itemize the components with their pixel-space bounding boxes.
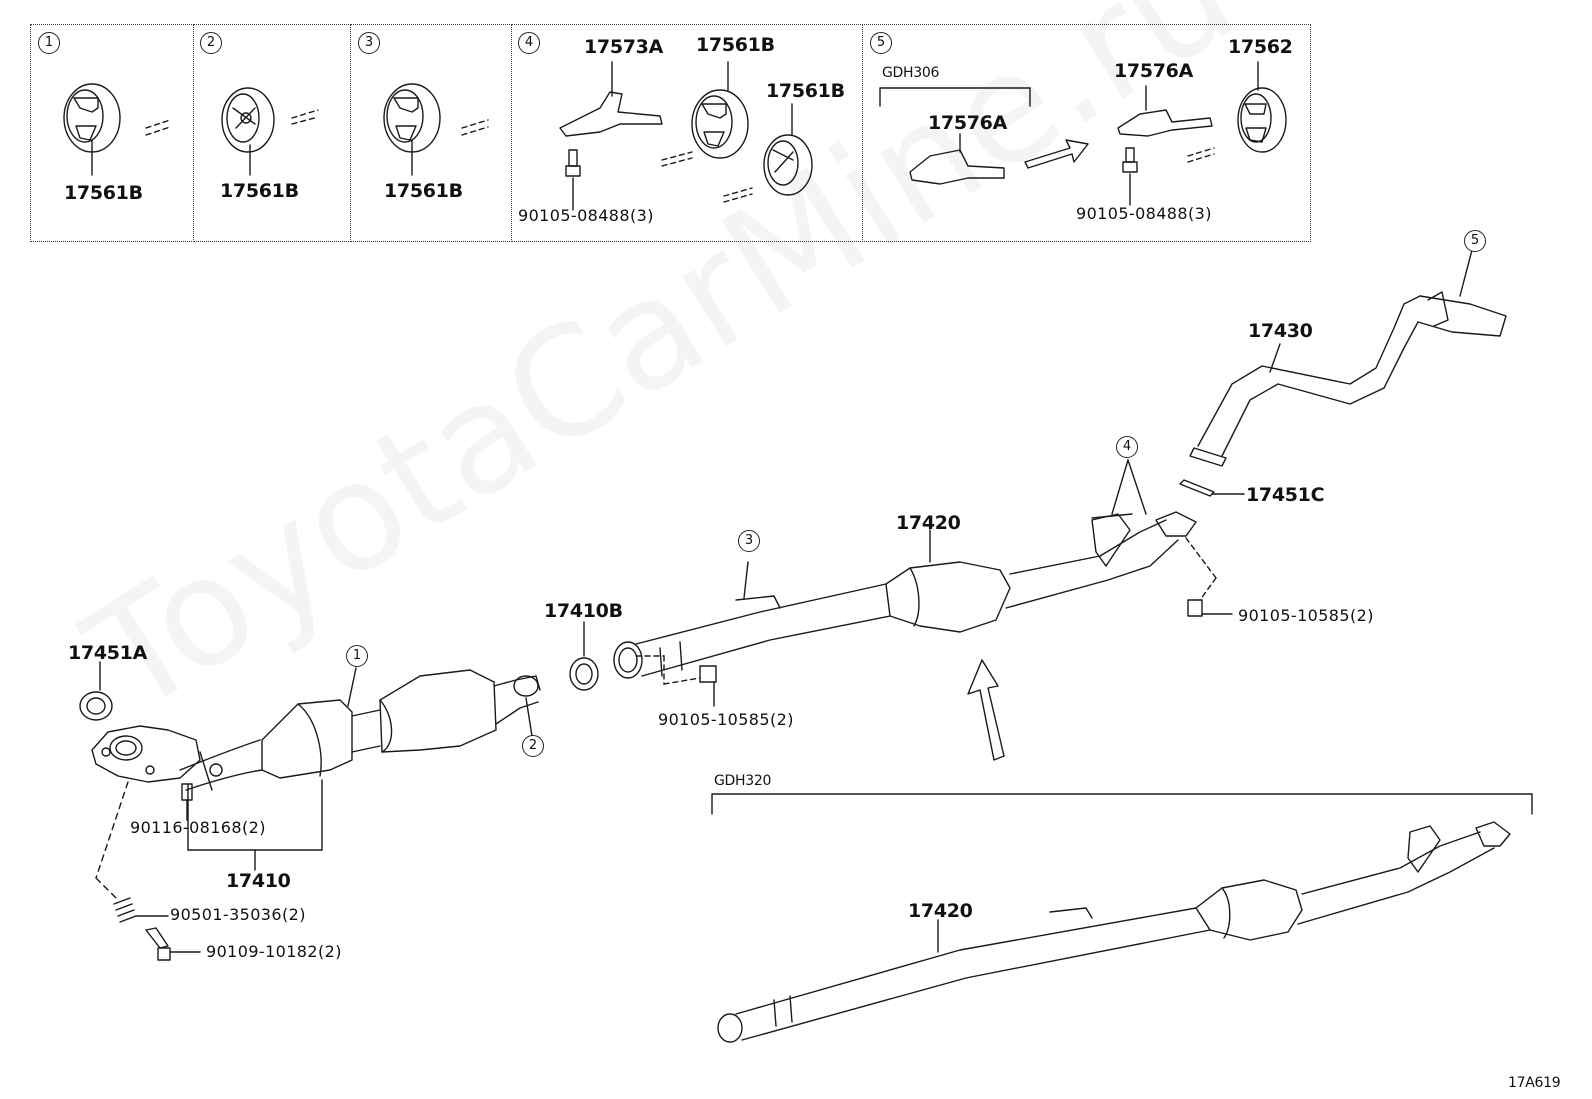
hanger-3-icon <box>383 83 489 176</box>
callout-4: 4 <box>1116 436 1138 458</box>
panel-3 <box>350 24 512 242</box>
callout-2: 2 <box>522 735 544 757</box>
hanger-2-icon <box>221 87 319 176</box>
panel-2-index: 2 <box>200 32 222 54</box>
part-label[interactable]: 17410 <box>226 870 291 892</box>
panel-5-parts-icon <box>879 61 1287 206</box>
part-label[interactable]: 17576A <box>928 112 1008 134</box>
diagram-code: 17A619 <box>1508 1075 1561 1091</box>
tail-pipe-17430-icon <box>1189 249 1507 467</box>
part-label[interactable]: 17451C <box>1246 484 1325 506</box>
part-label[interactable]: 17561B <box>64 182 143 204</box>
variant-label: GDH306 <box>882 65 940 81</box>
variant-label: GDH320 <box>714 773 772 789</box>
gasket-17451c-icon <box>1179 479 1245 497</box>
panel-5-index: 5 <box>870 32 892 54</box>
center-pipe-gdh320-icon <box>711 793 1533 1043</box>
gasket-17410b-icon <box>569 621 599 691</box>
panel-1-index: 1 <box>38 32 60 54</box>
part-label[interactable]: 90109-10182(2) <box>206 942 342 961</box>
part-label[interactable]: 17410B <box>544 600 623 622</box>
part-label[interactable]: 17451A <box>68 642 148 664</box>
hanger-1-icon <box>63 83 171 176</box>
part-label[interactable]: 17562 <box>1228 36 1293 58</box>
panel-1 <box>30 24 194 242</box>
center-pipe-17420-icon <box>613 459 1233 707</box>
part-label[interactable]: 90501-35036(2) <box>170 905 306 924</box>
part-label[interactable]: 17420 <box>908 900 973 922</box>
front-pipe-17410-icon <box>79 661 541 961</box>
part-label[interactable]: 90105-08488(3) <box>1076 204 1212 223</box>
part-label[interactable]: 90105-08488(3) <box>518 206 654 225</box>
callout-1: 1 <box>346 645 368 667</box>
part-label[interactable]: 17573A <box>584 36 664 58</box>
panel-2 <box>193 24 351 242</box>
part-label[interactable]: 17561B <box>384 180 463 202</box>
panel-3-index: 3 <box>358 32 380 54</box>
part-label[interactable]: 17430 <box>1248 320 1313 342</box>
part-label[interactable]: 90105-10585(2) <box>658 710 794 729</box>
callout-5: 5 <box>1464 230 1486 252</box>
part-label[interactable]: 17561B <box>766 80 845 102</box>
panel-4-parts-icon <box>559 61 813 211</box>
part-label[interactable]: 17561B <box>220 180 299 202</box>
callout-3: 3 <box>738 530 760 552</box>
panel-4-index: 4 <box>518 32 540 54</box>
arrow-up-icon <box>967 659 1005 761</box>
part-label[interactable]: 90116-08168(2) <box>130 818 266 837</box>
part-label[interactable]: 90105-10585(2) <box>1238 606 1374 625</box>
part-label[interactable]: 17576A <box>1114 60 1194 82</box>
panel-5 <box>862 24 1311 242</box>
part-label[interactable]: 17561B <box>696 34 775 56</box>
part-label[interactable]: 17420 <box>896 512 961 534</box>
